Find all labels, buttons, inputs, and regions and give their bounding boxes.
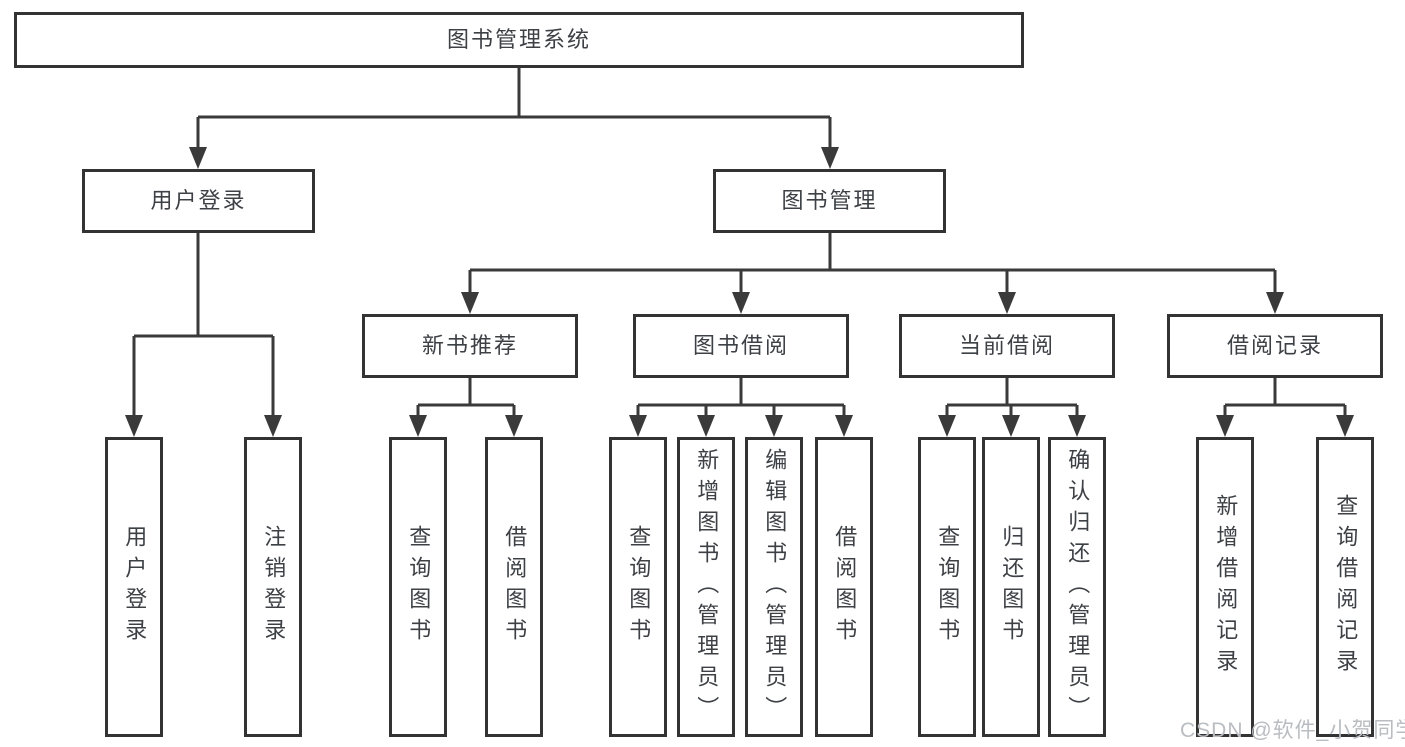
node-current-borrowing: 当前借阅 [899, 314, 1115, 378]
connector-book-borrowing-to-leaves [629, 378, 853, 437]
node-user-login: 用户登录 [82, 169, 315, 233]
connector-current-borrowing-to-leaves [938, 378, 1086, 437]
leaf-query-books-2: 查询图书 [609, 437, 667, 737]
node-borrowing-records: 借阅记录 [1167, 314, 1383, 378]
connector-borrowing-records-to-leaves [1216, 378, 1354, 437]
connector-root-to-level2 [189, 68, 839, 169]
leaf-logout: 注销登录 [244, 437, 302, 737]
leaf-return-books: 归还图书 [982, 437, 1040, 737]
leaf-add-borrow-record: 新增借阅记录 [1196, 437, 1254, 737]
leaf-borrow-books-1: 借阅图书 [485, 437, 543, 737]
node-root: 图书管理系统 [14, 12, 1024, 68]
connector-new-book-recommend-to-leaves [409, 378, 523, 437]
leaf-query-books-1: 查询图书 [389, 437, 447, 737]
connector-book-mgmt-to-level3 [461, 233, 1284, 314]
node-book-management: 图书管理 [713, 169, 946, 233]
connector-user-login-to-leaves [125, 233, 282, 437]
leaf-add-book-admin: 新增图书（管理员） [677, 437, 735, 737]
node-book-borrowing: 图书借阅 [633, 314, 849, 378]
leaf-confirm-return-admin: 确认归还（管理员） [1048, 437, 1106, 737]
leaf-query-borrow-record: 查询借阅记录 [1316, 437, 1374, 737]
leaf-borrow-books-2: 借阅图书 [815, 437, 873, 737]
node-new-book-recommend: 新书推荐 [362, 314, 578, 378]
leaf-edit-book-admin: 编辑图书（管理员） [745, 437, 803, 737]
leaf-query-books-3: 查询图书 [918, 437, 976, 737]
leaf-user-login: 用户登录 [105, 437, 163, 737]
watermark: CSDN @软件_小贺同学 [1180, 719, 1405, 742]
